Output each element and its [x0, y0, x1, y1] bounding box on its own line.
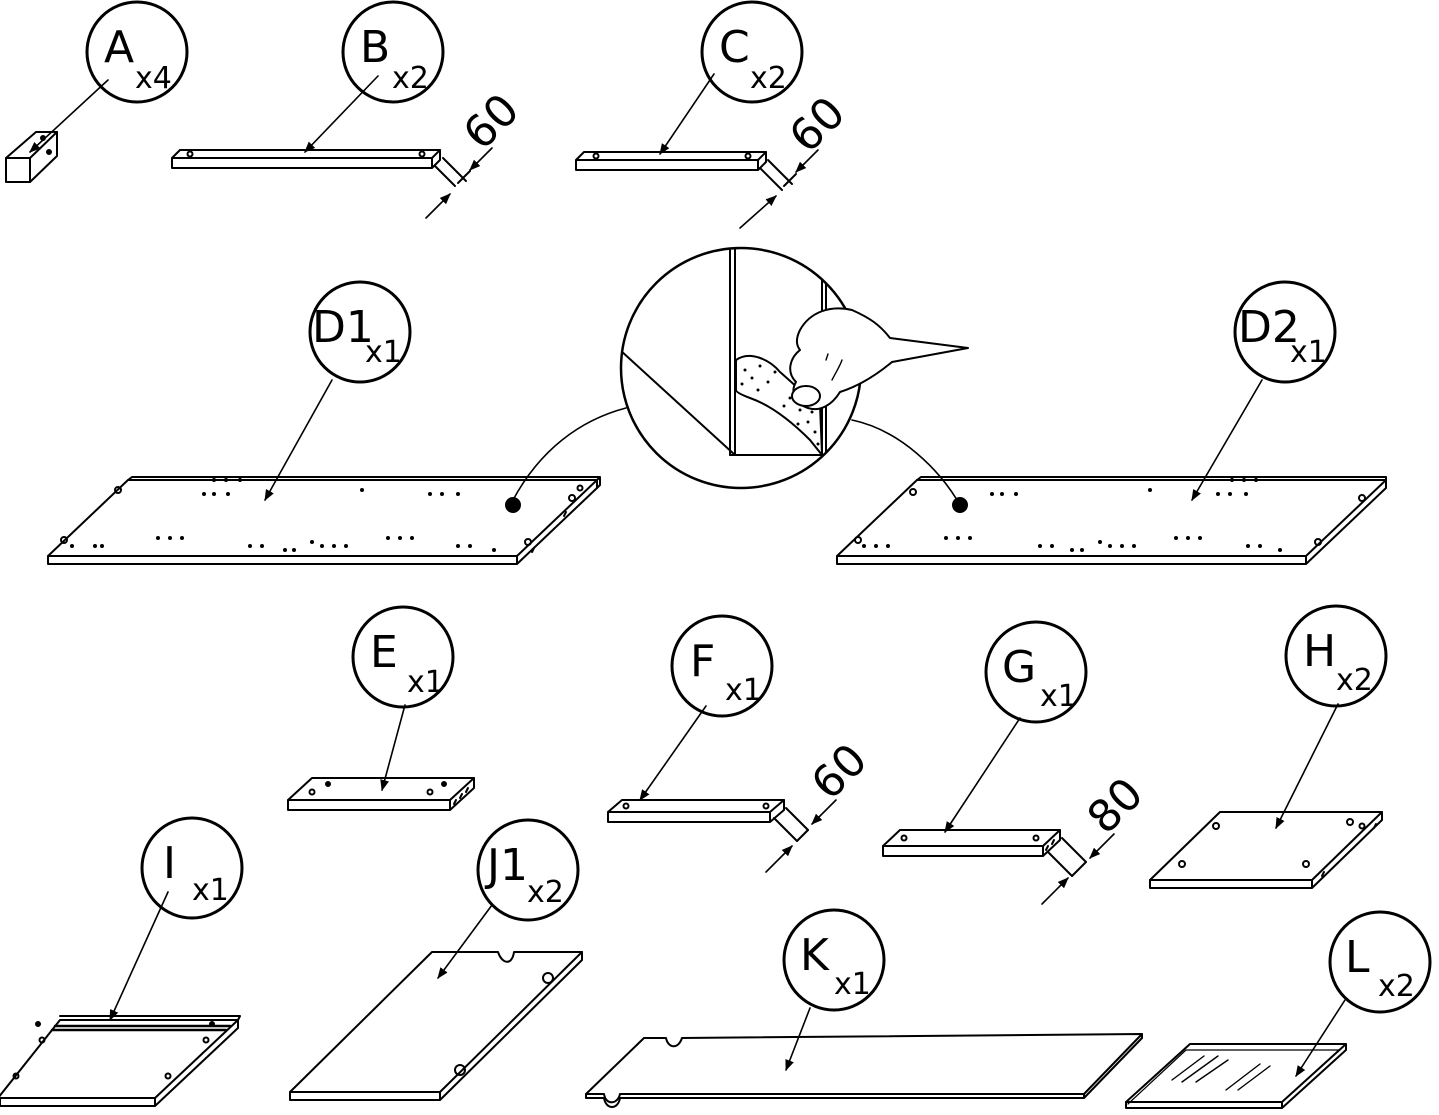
part-b-leader [304, 75, 379, 153]
part-l-qty: x2 [1378, 969, 1415, 1004]
part-e-label: E [370, 627, 398, 678]
part-l-leader [1295, 999, 1346, 1077]
part-c-qty: x2 [750, 61, 787, 96]
part-k-qty: x1 [834, 967, 871, 1002]
part-i-qty: x1 [192, 873, 229, 908]
part-a-block [5, 131, 58, 183]
part-j1-label: J1 [484, 840, 528, 891]
part-h-callout [1284, 604, 1388, 708]
part-d2-qty: x1 [1290, 335, 1327, 370]
part-i: I x1 [0, 816, 244, 1107]
part-e-board [287, 777, 475, 801]
part-a-callout [85, 0, 189, 104]
part-d2-callout [1233, 280, 1337, 384]
part-f-dimension: 60 [802, 734, 878, 810]
part-d1-callout [308, 280, 412, 384]
part-j1-callout [476, 818, 580, 922]
part-c-leader [659, 73, 715, 155]
part-b-qty: x2 [392, 61, 429, 96]
part-a-hole [46, 149, 52, 155]
part-g-label: G [1002, 642, 1036, 693]
part-d1-qty: x1 [365, 335, 402, 370]
part-b-dimension: 60 [454, 84, 530, 160]
part-g: 80 G x1 [882, 620, 1154, 905]
part-b-label: B [360, 22, 390, 73]
part-g-leader [944, 717, 1021, 833]
part-l: L x2 [1125, 910, 1432, 1109]
part-e-callout [351, 605, 455, 709]
part-k: K x1 [585, 908, 1143, 1108]
part-d2: D2 x1 [836, 280, 1387, 565]
part-k-leader [785, 1007, 811, 1072]
part-a-leader [29, 79, 109, 153]
detail-thumb [791, 385, 821, 407]
detail-magnifier [512, 246, 969, 506]
part-c: 60 C x2 [575, 0, 856, 229]
detail-glue [735, 354, 823, 456]
part-e-qty: x1 [407, 665, 444, 700]
detail-hand [789, 307, 969, 411]
detail-connector-right [851, 419, 961, 506]
part-d2-holes [862, 478, 1282, 552]
part-j1-qty: x2 [527, 875, 564, 910]
part-h: H x2 [1149, 604, 1388, 889]
part-l-callout [1328, 910, 1432, 1014]
part-h-qty: x2 [1336, 663, 1373, 698]
part-l-glass-reflection [1171, 1055, 1271, 1091]
part-i-leader [109, 891, 169, 1022]
part-f-callout [670, 614, 774, 718]
part-k-panel [585, 1033, 1143, 1104]
part-h-label: H [1303, 626, 1336, 677]
part-a-qty: x4 [135, 61, 172, 96]
part-j1: J1 x2 [289, 818, 583, 1101]
part-d1-glue-point [505, 497, 521, 513]
part-b-callout [341, 0, 445, 104]
part-l-label: L [1345, 932, 1370, 983]
part-d2-leader [1191, 379, 1263, 501]
part-g-callout [984, 620, 1088, 724]
part-f: 60 F x1 [607, 614, 878, 873]
part-l-glass [1125, 1043, 1347, 1103]
part-d1-holes [70, 478, 496, 552]
part-k-callout [782, 908, 886, 1012]
part-f-leader [639, 705, 707, 801]
part-c-callout [700, 0, 804, 104]
part-i-label: I [163, 838, 176, 889]
part-d1-leader [264, 379, 333, 501]
part-d2-glue-point [952, 497, 968, 513]
part-i-panel [0, 1019, 239, 1099]
part-e: E x1 [287, 605, 475, 811]
part-b: 60 B x2 [171, 0, 530, 219]
part-f-board [607, 799, 785, 813]
part-g-dimension: 80 [1078, 768, 1154, 844]
part-j1-panel [289, 951, 583, 1093]
part-a: A x4 [5, 0, 189, 183]
part-c-dimension: 60 [780, 87, 856, 163]
part-d1-label: D1 [312, 302, 374, 353]
part-a-label: A [104, 22, 134, 73]
part-j1-leader [437, 904, 493, 979]
part-k-label: K [800, 930, 830, 981]
detail-connector-left [512, 407, 627, 501]
part-f-qty: x1 [725, 673, 762, 708]
part-d2-label: D2 [1238, 302, 1300, 353]
part-d2-panel [836, 479, 1387, 557]
part-g-qty: x1 [1040, 679, 1077, 714]
part-d1: D1 x1 [47, 280, 601, 565]
part-h-leader [1275, 703, 1339, 830]
part-f-label: F [690, 636, 715, 687]
part-c-label: C [719, 22, 750, 73]
part-i-callout [140, 816, 244, 920]
part-c-board [575, 151, 767, 161]
part-e-leader [380, 704, 406, 792]
